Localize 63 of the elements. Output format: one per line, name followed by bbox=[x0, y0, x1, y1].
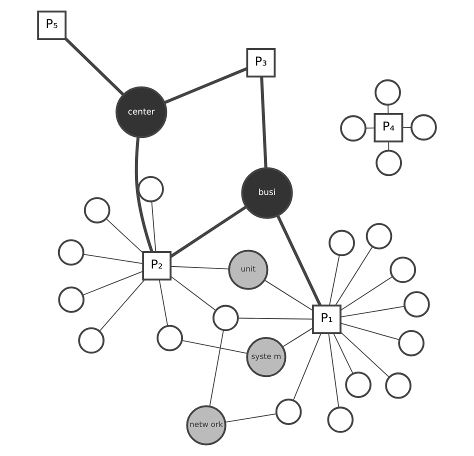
connector bbox=[276, 214, 322, 306]
connector bbox=[158, 279, 168, 326]
node-circle bbox=[398, 330, 425, 356]
node-circle: busi bbox=[241, 167, 293, 219]
node-box: P₄ bbox=[374, 112, 404, 142]
connector bbox=[106, 218, 144, 254]
connector bbox=[170, 276, 216, 311]
node-circle: unit bbox=[228, 250, 268, 290]
node-circle: center bbox=[116, 86, 168, 138]
node-circle bbox=[340, 115, 366, 142]
connector bbox=[151, 201, 156, 252]
node-circle bbox=[328, 230, 355, 256]
connector bbox=[170, 266, 230, 270]
connector bbox=[64, 38, 124, 96]
node-circle bbox=[78, 327, 105, 354]
connector bbox=[340, 306, 406, 318]
connector bbox=[238, 318, 314, 320]
connector bbox=[340, 322, 400, 340]
node-circle: netw ork bbox=[186, 405, 226, 446]
connector bbox=[335, 246, 373, 306]
connector bbox=[388, 141, 390, 151]
connector bbox=[224, 413, 277, 423]
connector bbox=[365, 128, 376, 129]
connector bbox=[328, 332, 340, 408]
connector bbox=[292, 332, 322, 401]
node-circle bbox=[376, 150, 402, 176]
connector bbox=[181, 340, 248, 354]
node-circle bbox=[84, 197, 110, 224]
node-circle bbox=[58, 286, 85, 313]
connector bbox=[164, 67, 248, 104]
connector bbox=[282, 328, 314, 348]
node-circle bbox=[374, 79, 401, 106]
connector bbox=[209, 330, 224, 407]
node-circle bbox=[275, 398, 302, 426]
connector bbox=[170, 206, 247, 258]
connector bbox=[82, 254, 144, 264]
node-circle bbox=[390, 256, 416, 284]
connector bbox=[340, 332, 390, 378]
connector bbox=[99, 279, 146, 332]
connector bbox=[134, 136, 154, 252]
connector bbox=[82, 270, 144, 296]
node-box: P₃ bbox=[246, 48, 276, 78]
node-circle bbox=[212, 304, 239, 332]
connector bbox=[340, 276, 394, 311]
node-circle bbox=[385, 372, 412, 399]
connector bbox=[329, 254, 340, 306]
connector bbox=[333, 332, 354, 374]
node-circle bbox=[366, 222, 392, 250]
node-circle: syste m bbox=[246, 337, 286, 378]
node-circle bbox=[410, 114, 437, 141]
connector bbox=[264, 280, 314, 311]
node-circle bbox=[404, 291, 430, 318]
node-circle bbox=[58, 239, 84, 266]
connector bbox=[388, 104, 389, 114]
node-box: P₂ bbox=[142, 251, 172, 280]
node-box: P₅ bbox=[37, 10, 67, 40]
node-circle bbox=[345, 372, 372, 398]
connector bbox=[402, 127, 412, 128]
connector bbox=[260, 76, 268, 168]
node-circle bbox=[327, 406, 354, 433]
node-circle bbox=[138, 176, 164, 202]
node-box: P₁ bbox=[312, 304, 342, 334]
node-circle bbox=[156, 324, 184, 352]
